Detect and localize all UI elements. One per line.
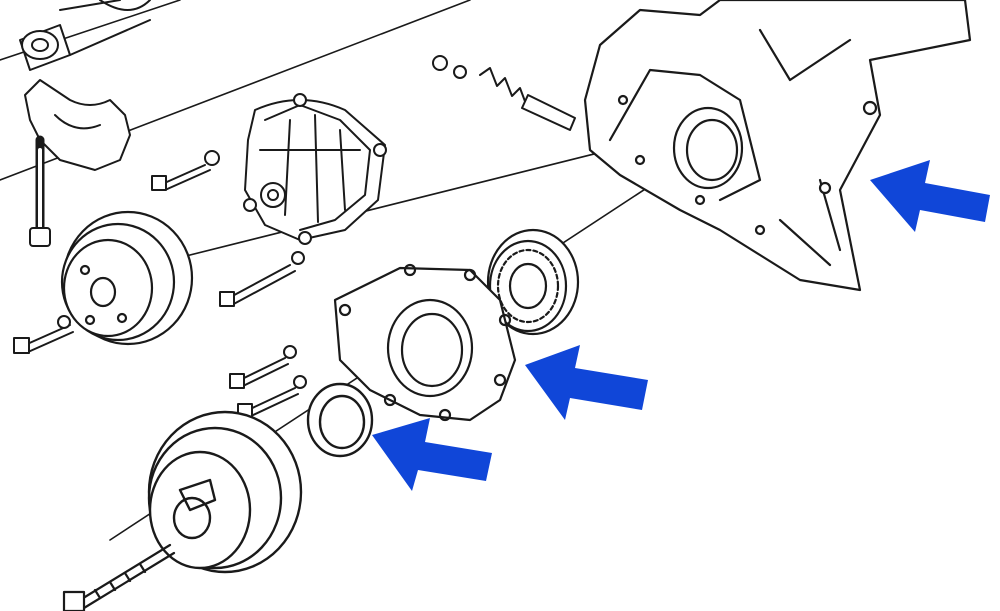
bolt-icon xyxy=(62,543,176,611)
spring-icon xyxy=(432,55,576,131)
gear-icon xyxy=(486,228,580,336)
bearing-cap-icon xyxy=(24,79,131,247)
bolt-icon xyxy=(229,345,307,419)
bolt-icon xyxy=(13,315,74,354)
arrow-left-icon xyxy=(372,418,492,491)
arrow-left-icon xyxy=(870,160,990,232)
engine-plate-icon xyxy=(583,0,972,292)
seal-ring-icon xyxy=(306,382,374,458)
crankshaft-icon xyxy=(19,0,151,71)
pulley-icon xyxy=(60,210,194,346)
bolt-icon xyxy=(151,150,305,307)
timing-cover-icon xyxy=(333,263,517,422)
arrow-left-icon xyxy=(525,345,648,420)
water-pump-icon xyxy=(243,93,387,245)
pulley-icon xyxy=(147,410,303,574)
